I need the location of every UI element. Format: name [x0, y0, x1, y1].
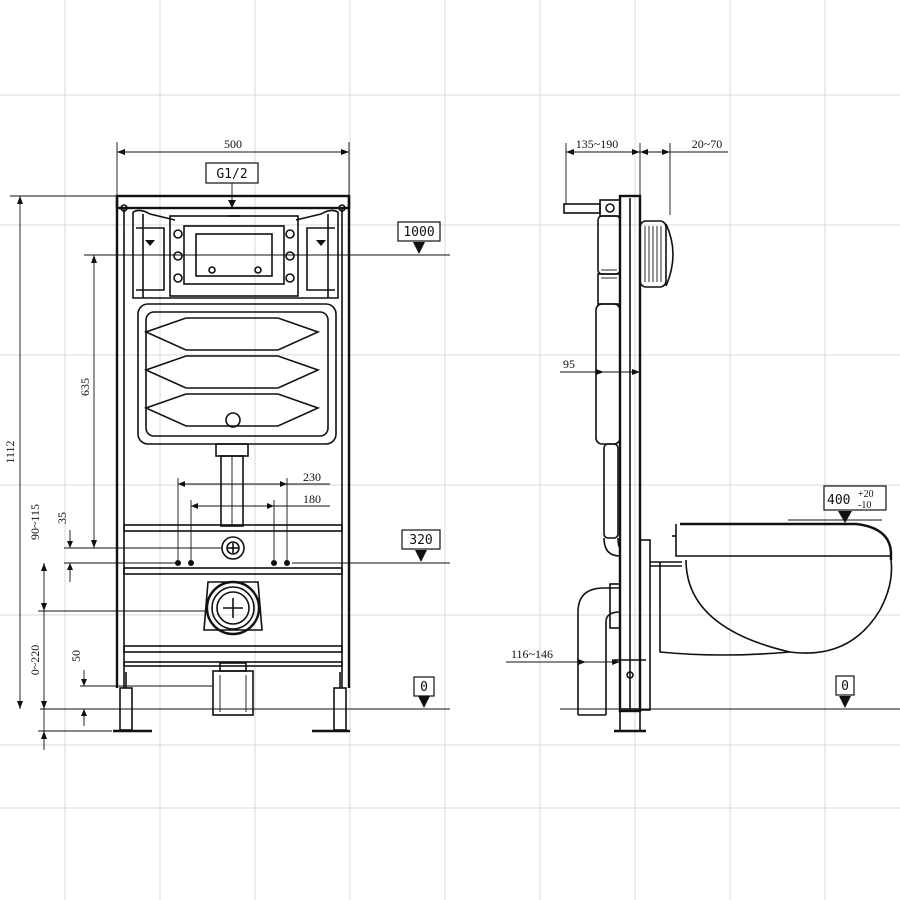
label-230: 230 [303, 470, 321, 484]
level-320-text: 320 [409, 533, 432, 548]
side-flush-plate [639, 220, 674, 288]
level-400-tol-minus: -10 [858, 500, 871, 511]
dimension-95: 95 [560, 357, 640, 375]
label-180: 180 [303, 492, 321, 506]
label-135-190: 135~190 [576, 137, 619, 151]
level-400-tol-plus: +20 [858, 489, 874, 500]
side-view: 135~190 20~70 [506, 137, 900, 733]
dimension-left-small: 35 90~115 0~220 50 [28, 504, 222, 750]
level-marker-0-side: 0 [560, 675, 900, 710]
label-20-70: 20~70 [692, 137, 723, 151]
side-frame [614, 194, 646, 733]
level-marker-0-front: 0 [40, 676, 450, 710]
level-0-front-text: 0 [420, 680, 428, 695]
toilet-bowl [639, 522, 893, 711]
side-drain [577, 583, 621, 716]
label-35: 35 [55, 512, 69, 524]
level-marker-320: 320 [292, 529, 450, 564]
dimension-height-1112: 1112 [3, 195, 117, 709]
dimension-135-190: 135~190 [565, 137, 641, 204]
label-90-115: 90~115 [28, 504, 42, 540]
dimension-116-146: 116~146 [506, 647, 620, 672]
dimension-width-500: 500 [116, 137, 350, 200]
level-400-main: 400 [827, 493, 850, 508]
label-635: 635 [78, 378, 92, 396]
side-cistern [595, 215, 621, 557]
front-view: 500 G1/2 [3, 137, 450, 750]
dimension-230-180: 230 180 [177, 470, 330, 563]
label-116-146: 116~146 [511, 647, 553, 661]
level-marker-400: 400 +20 -10 [788, 485, 887, 523]
label-0-220: 0~220 [28, 645, 42, 676]
connections [175, 536, 290, 716]
inlet-label-g12: G1/2 [205, 162, 259, 208]
level-1000-text: 1000 [403, 225, 434, 240]
label-95: 95 [563, 357, 575, 371]
side-inlet [563, 199, 621, 217]
installation-frame [113, 194, 351, 733]
inlet-label-text: G1/2 [216, 167, 247, 182]
level-marker-1000: 1000 [84, 221, 450, 256]
dimension-20-70: 20~70 [640, 137, 728, 215]
label-width-500: 500 [224, 137, 242, 151]
label-50: 50 [69, 650, 83, 662]
level-0-side-text: 0 [841, 679, 849, 694]
label-1112: 1112 [3, 440, 17, 463]
